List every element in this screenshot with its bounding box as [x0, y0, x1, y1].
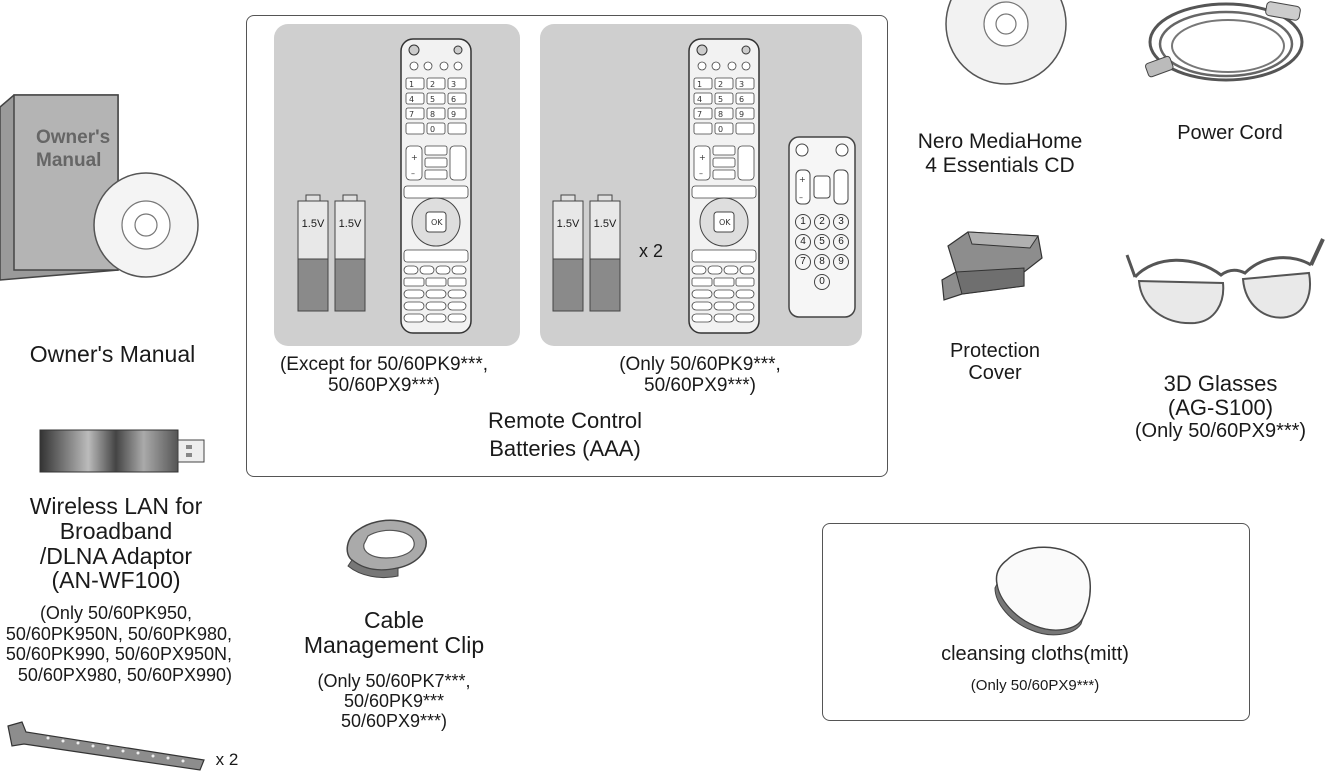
remote-left-note: (Except for 50/60PK9***, 50/60PX9***): [279, 354, 489, 397]
remote-right-note: (Only 50/60PK9***, 50/60PX9***): [619, 354, 781, 397]
power-cord-label: Power Cord: [1177, 122, 1283, 144]
manual-book-icon: [0, 94, 199, 281]
svg-text:1: 1: [409, 80, 414, 89]
power-cord-icon: [1145, 1, 1304, 82]
battery-icon: [552, 194, 621, 312]
svg-text:0: 0: [430, 125, 435, 134]
svg-text:–: –: [411, 169, 415, 178]
bracket-icon: [7, 721, 205, 771]
svg-text:9: 9: [739, 110, 744, 119]
keypad-key: 5: [814, 234, 830, 250]
svg-text:5: 5: [430, 95, 435, 104]
svg-text:8: 8: [718, 110, 723, 119]
svg-text:7: 7: [697, 110, 702, 119]
svg-text:3: 3: [739, 80, 744, 89]
cleansing-mitt-icon: [994, 546, 1091, 636]
svg-text:OK: OK: [719, 218, 731, 227]
cd-icon: [945, 0, 1067, 85]
svg-text:–: –: [799, 193, 803, 202]
svg-text:4: 4: [409, 95, 414, 104]
svg-text:7: 7: [409, 110, 414, 119]
svg-text:9: 9: [451, 110, 456, 119]
battery-label: 1.5V: [593, 218, 617, 230]
keypad-key: 9: [833, 254, 849, 270]
svg-text:OK: OK: [431, 218, 443, 227]
svg-text:2: 2: [430, 80, 435, 89]
battery-label: 1.5V: [301, 218, 325, 230]
remote-control-icon: 1 2 3 4 5 6 7 8 9 0 + – OK: [688, 38, 760, 334]
cable-clip-note: (Only 50/60PK7***, 50/60PK9*** 50/60PX9*…: [317, 671, 471, 732]
svg-text:6: 6: [739, 95, 744, 104]
keypad-key: 6: [833, 234, 849, 250]
battery-label: 1.5V: [338, 218, 362, 230]
svg-text:4: 4: [697, 95, 702, 104]
protection-cover-icon: [941, 231, 1043, 301]
cleansing-cloth-label: cleansing cloths(mitt): [941, 643, 1129, 665]
wireless-lan-adaptor-icon: [39, 429, 205, 473]
svg-text:0: 0: [718, 125, 723, 134]
battery-icon: [297, 194, 366, 312]
svg-text:5: 5: [718, 95, 723, 104]
keypad-key: 4: [795, 234, 811, 250]
keypad-key: 2: [814, 214, 830, 230]
svg-text:2: 2: [718, 80, 723, 89]
remote-box-title: Remote Control Batteries (AAA): [487, 408, 643, 461]
svg-text:1: 1: [697, 80, 702, 89]
bracket-multiplier: x 2: [215, 750, 239, 769]
manual-cover-title: Owner's Manual: [36, 127, 111, 171]
3d-glasses-icon: [1125, 238, 1325, 325]
svg-text:8: 8: [430, 110, 435, 119]
cleansing-cloth-note: (Only 50/60PX9***): [970, 677, 1100, 694]
keypad-key: 8: [814, 254, 830, 270]
protection-cover-label: Protection Cover: [949, 340, 1041, 385]
remote-control-icon: 1 2 3 4 5 6 7 8 9 0 + – OK: [400, 38, 472, 334]
keypad-key: 3: [833, 214, 849, 230]
cable-clip-label: Cable Management Clip: [303, 607, 485, 659]
owners-manual-label: Owner's Manual: [29, 341, 196, 367]
keypad-key: 0: [814, 274, 830, 290]
svg-text:+: +: [411, 153, 418, 162]
nero-cd-label: Nero MediaHome 4 Essentials CD: [917, 130, 1083, 177]
small-remote-keypad: 1 2 3 4 5 6 7 8 9 0: [795, 214, 849, 290]
svg-text:+: +: [699, 153, 706, 162]
owners-manual-item: Owner's Manual: [0, 94, 240, 395]
keypad-key: 7: [795, 254, 811, 270]
wireless-lan-label: Wireless LAN for Broadband /DLNA Adaptor…: [29, 493, 203, 594]
wireless-lan-note: (Only 50/60PK950, 50/60PK950N, 50/60PK98…: [5, 603, 232, 685]
battery-label: 1.5V: [556, 218, 580, 230]
svg-text:+: +: [799, 175, 806, 184]
svg-text:3: 3: [451, 80, 456, 89]
keypad-key: 1: [795, 214, 811, 230]
svg-text:6: 6: [451, 95, 456, 104]
remote-multiplier: x 2: [638, 241, 663, 261]
cable-clip-icon: [346, 519, 427, 579]
3d-glasses-label: 3D Glasses (AG-S100) (Only 50/60PX9***): [1134, 371, 1307, 443]
svg-text:–: –: [699, 169, 703, 178]
